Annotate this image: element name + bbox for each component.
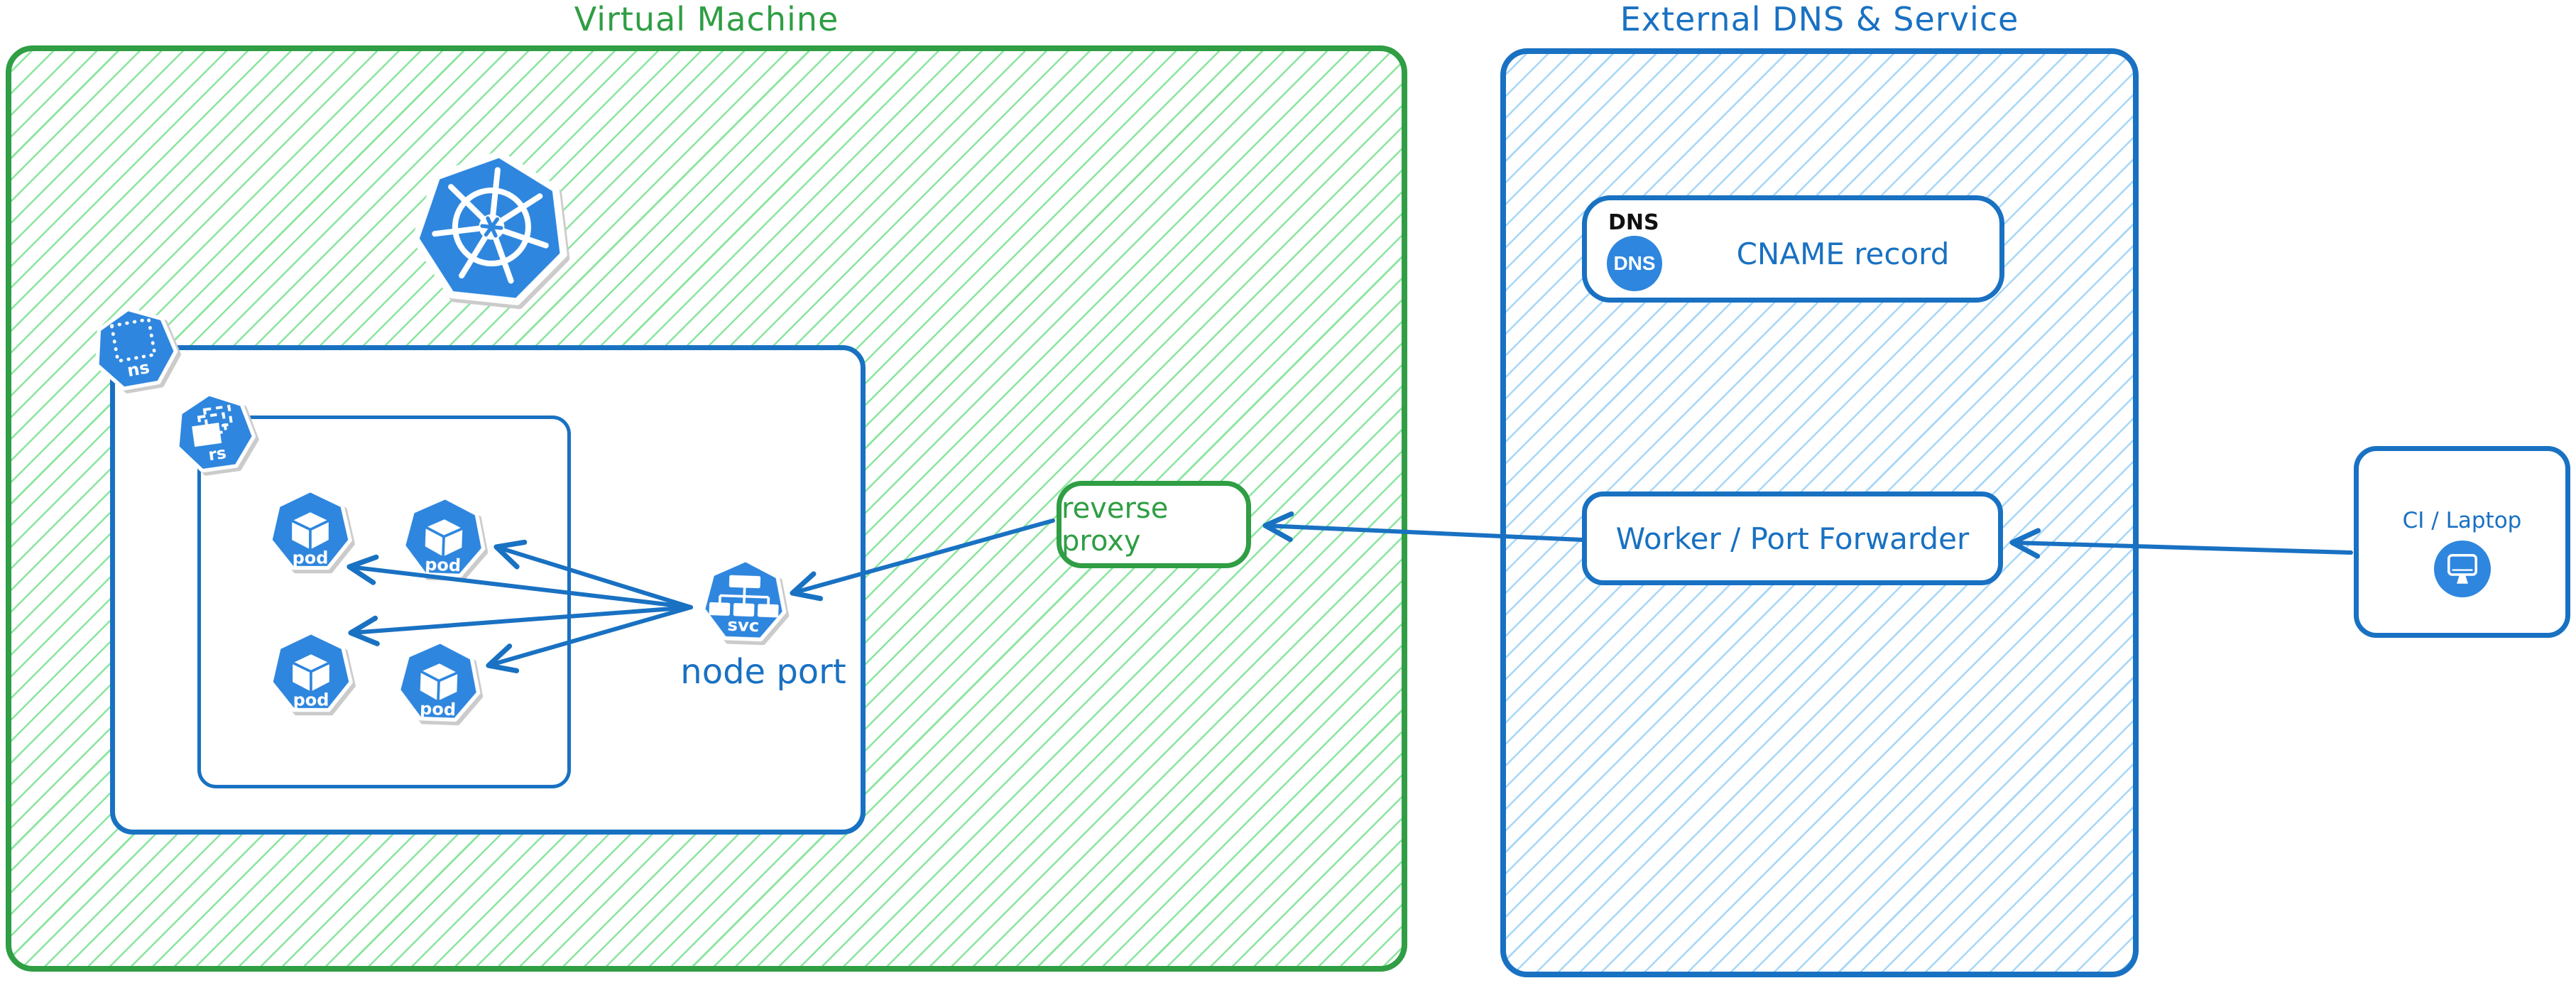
pod-badge-label: pod: [420, 699, 457, 720]
dns-icon-text: DNS: [1613, 252, 1656, 274]
pod-badge-label: pod: [425, 555, 462, 576]
service-icon: svc: [701, 558, 787, 642]
external-dns-title: External DNS & Service: [1620, 0, 2019, 38]
pod-icon: pod: [268, 489, 352, 570]
kubernetes-logo-icon: [412, 151, 567, 305]
pod-icon: pod: [396, 639, 481, 722]
pod-badge-label: pod: [293, 548, 329, 568]
node-port-caption: node port: [680, 652, 846, 692]
virtual-machine-title: Virtual Machine: [574, 0, 839, 38]
pod-icon: pod: [269, 631, 353, 712]
namespace-badge-label: ns: [126, 357, 151, 381]
dns-group-tag: DNS: [1608, 210, 1659, 235]
monitor-icon: [2433, 541, 2491, 597]
namespace-icon: ns: [95, 307, 178, 391]
reverse-proxy-node: reverse proxy: [1057, 481, 1251, 568]
ci-laptop-label: CI / Laptop: [2402, 508, 2522, 533]
worker-port-forwarder-node: Worker / Port Forwarder: [1582, 492, 2003, 585]
pod-icon: pod: [401, 495, 486, 578]
pod-badge-label: pod: [293, 690, 329, 710]
replicaset-icon: rs: [175, 392, 256, 473]
service-badge-label: svc: [727, 614, 760, 636]
reverse-proxy-label: reverse proxy: [1061, 492, 1169, 558]
replicaset-badge-label: rs: [207, 443, 228, 465]
worker-label: Worker / Port Forwarder: [1615, 521, 1970, 556]
ci-laptop-node: CI / Laptop: [2354, 446, 2570, 638]
dns-record-node: DNS DNS CNAME record: [1582, 195, 2004, 303]
replicaset-box: [197, 416, 571, 788]
cname-record-label: CNAME record: [1736, 237, 1950, 271]
dns-icon: DNS: [1607, 236, 1662, 291]
